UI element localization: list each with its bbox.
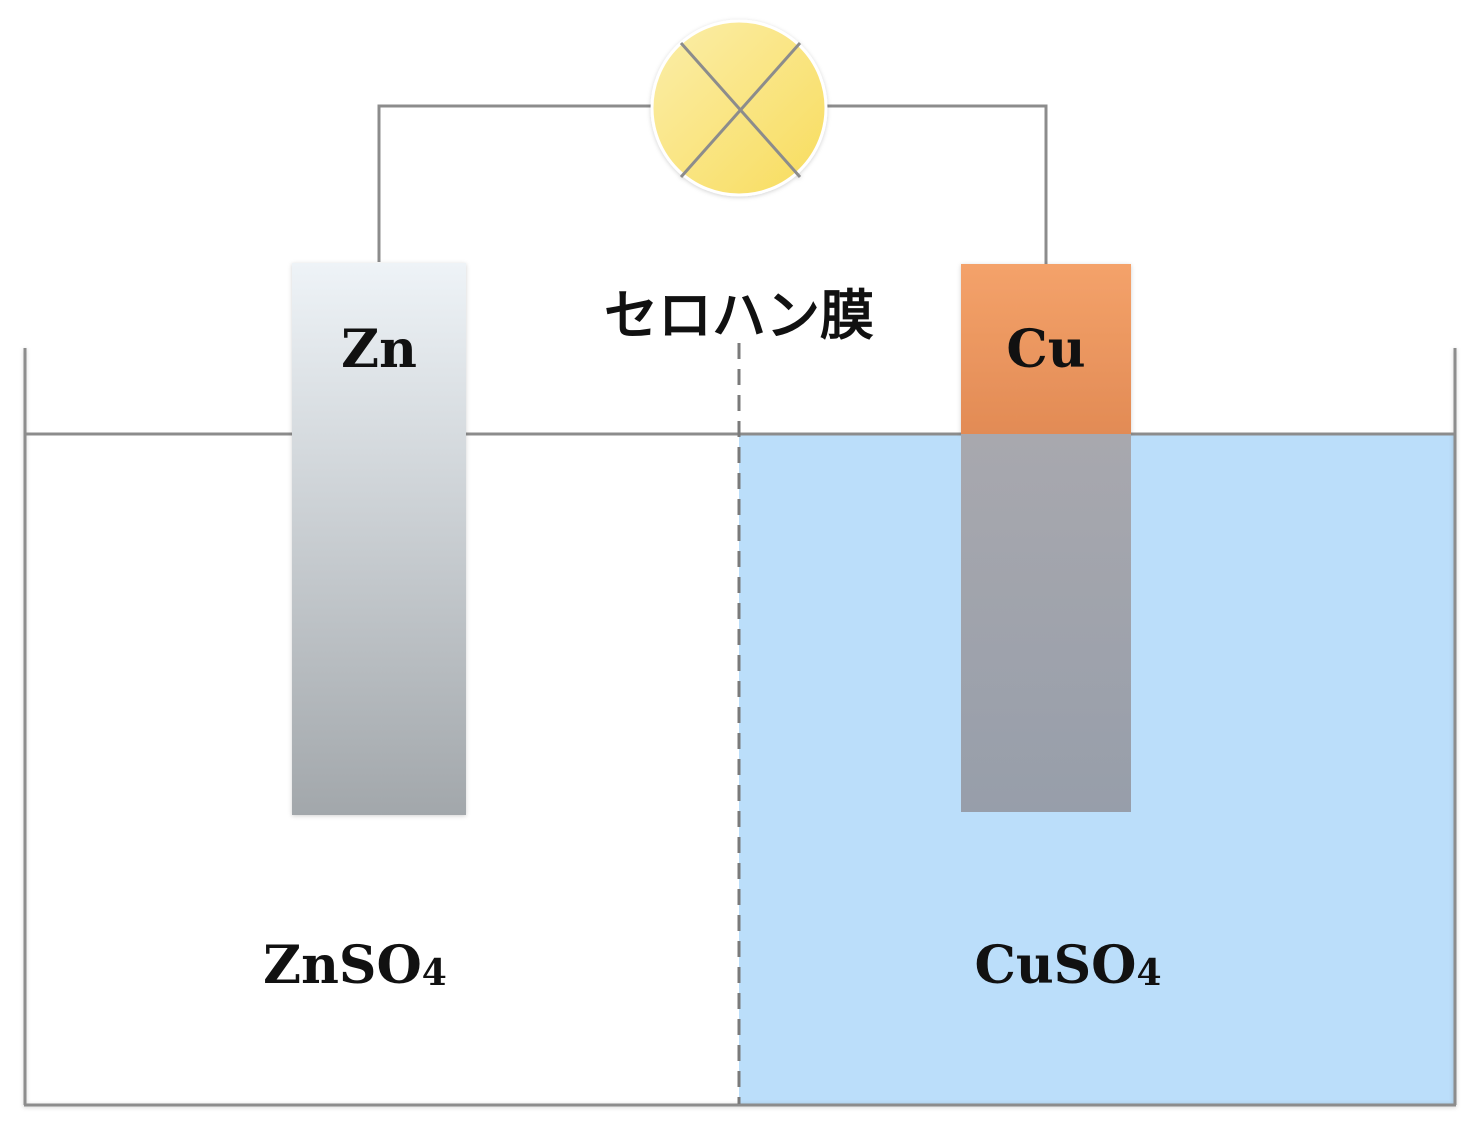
cuso4-subscript: 4 bbox=[1136, 952, 1161, 994]
lamp-icon bbox=[650, 19, 828, 197]
cuso4-label: CuSO4 bbox=[974, 935, 1161, 996]
zn-electrode-label: Zn bbox=[341, 319, 417, 380]
cu-electrode-top bbox=[961, 264, 1131, 434]
znso4-label: ZnSO4 bbox=[263, 935, 447, 996]
znso4-subscript: 4 bbox=[422, 952, 447, 994]
cellophane-membrane-label: セロハン膜 bbox=[604, 283, 874, 347]
zn-electrode bbox=[292, 263, 466, 815]
external-wire bbox=[377, 104, 1048, 264]
beaker bbox=[23, 348, 1457, 1107]
cu-electrode-submerged bbox=[961, 434, 1131, 812]
cu-electrode-label: Cu bbox=[1006, 319, 1085, 380]
